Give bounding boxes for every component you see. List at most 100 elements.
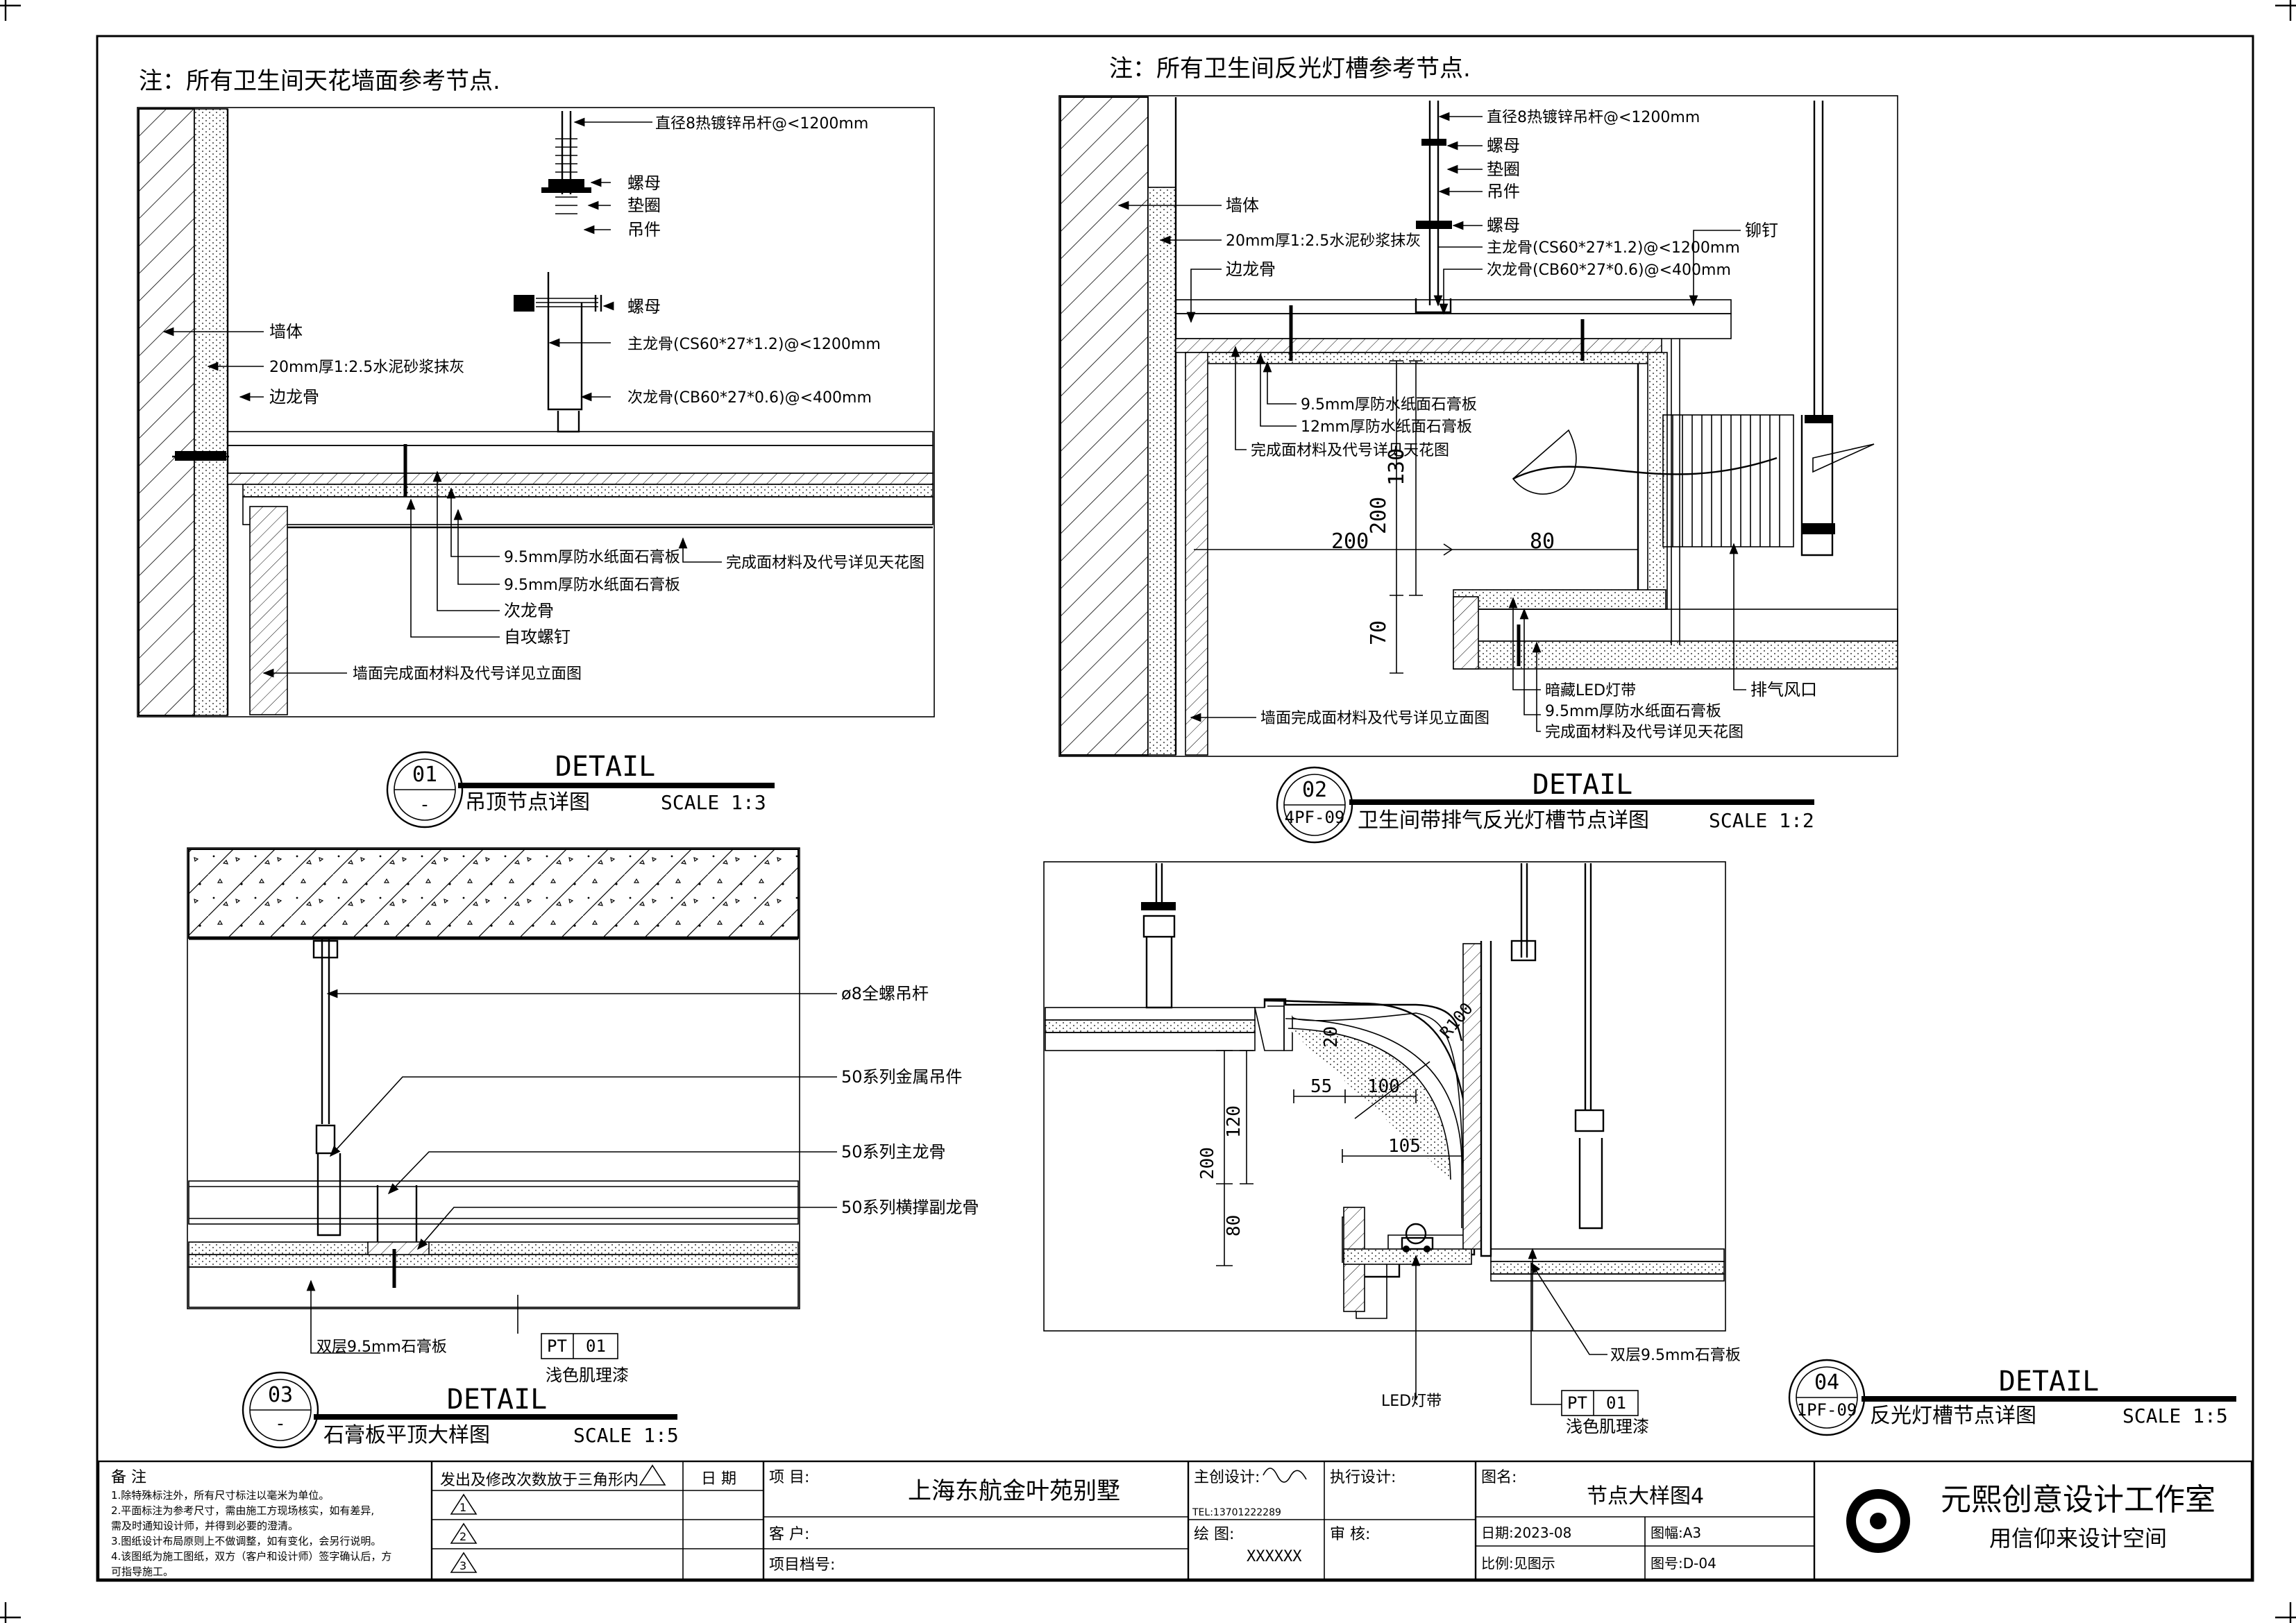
label-detail04-dims-d200: 200	[1197, 1147, 1218, 1180]
label-titleblock-chief_designer_label: 主创设计:	[1194, 1469, 1260, 1486]
label-titleblock-remarks-4: 4.该图纸为施工图纸，双方（客户和设计师）签字确认后，方	[111, 1550, 391, 1563]
label-titleblock-remarks-5: 可指导施工。	[111, 1565, 174, 1578]
label-titleblock-remarks-2: 需及时通知设计师，并得到必要的澄清。	[111, 1520, 298, 1532]
detail-04: 200 120 80 55 100 105 20 R100 LED灯带 双层9.…	[1043, 861, 2236, 1436]
label-detail03-labels-paint: 浅色肌理漆	[546, 1366, 629, 1385]
label-detail02-dims-d130: 130	[1385, 448, 1409, 486]
label-detail04-dims-d100: 100	[1367, 1076, 1400, 1097]
label-detail01-ref: -	[419, 794, 430, 815]
label-detail01-scale: SCALE 1:3	[661, 791, 766, 814]
label-detail02-labels-exhaust: 排气风口	[1750, 680, 1817, 699]
label-titleblock-client_label: 客 户:	[769, 1526, 809, 1543]
label-detail03-ref: -	[275, 1413, 286, 1434]
label-detail01-labels-wall: 墙体	[269, 322, 303, 341]
detail-04-dimensions: 200 120 80 55 100 105 20 R100	[1197, 999, 1477, 1266]
pt-tag-03: PT 01 浅色肌理漆	[517, 1295, 629, 1385]
label-detail02-labels-board95b: 9.5mm厚防水纸面石膏板	[1545, 703, 1721, 720]
label-detail02-labels-edge_keel: 边龙骨	[1226, 260, 1276, 279]
label-detail03-labels-hanger: 50系列金属吊件	[841, 1067, 963, 1087]
label-detail02-dims-h200: 200	[1331, 529, 1369, 554]
label-detail02-labels-hanger: 吊件	[1487, 182, 1520, 201]
label-detail04-scale: SCALE 1:5	[2122, 1404, 2228, 1427]
label-detail04-dims-d55: 55	[1310, 1076, 1332, 1097]
note-d01: 注：所有卫生间天花墙面参考节点.	[139, 67, 500, 95]
label-detail01-labels-finish_ceiling: 完成面材料及代号详见天花图	[726, 554, 925, 572]
label-detail02-labels-board12: 12mm厚防水纸面石膏板	[1301, 418, 1472, 436]
plaster-layer	[194, 108, 228, 716]
label-titleblock-review_label: 审 核:	[1330, 1526, 1370, 1543]
label-titleblock-sheet_size: 图幅:A3	[1651, 1524, 1701, 1541]
sheet-border	[96, 35, 2254, 1582]
detail-02-dimensions: 200 80 130 200 70	[1194, 360, 1638, 674]
label-titleblock-drawing_no: 图号:D-04	[1651, 1555, 1716, 1572]
label-detail04-dims-d120: 120	[1224, 1105, 1244, 1138]
label-detail02-labels-sub_keel: 次龙骨(CB60*27*0.6)@<400mm	[1487, 262, 1731, 279]
board-layer-1	[227, 473, 934, 485]
label-titleblock-archive_label: 项目档号:	[769, 1556, 835, 1574]
label-detail01-labels-board2: 9.5mm厚防水纸面石膏板	[504, 577, 680, 594]
label-titleblock-drawing_name_label: 图名:	[1481, 1469, 1517, 1486]
exhaust-duct	[1512, 414, 1875, 556]
label-notes-d02: 注：所有卫生间反光灯槽参考节点.	[1109, 55, 1471, 83]
label-detail02-ref: 4PF-09	[1285, 808, 1345, 827]
label-detail04-labels-led: LED灯带	[1381, 1393, 1442, 1410]
label-detail01-labels-plaster: 20mm厚1:2.5水泥砂浆抹灰	[269, 359, 464, 376]
label-detail01-detail_word: DETAIL	[555, 751, 656, 783]
detail-04-frame	[1043, 861, 1726, 1332]
label-titleblock-studio_slogan: 用信仰来设计空间	[1989, 1525, 2167, 1552]
label-detail04-detail_word: DETAIL	[1999, 1366, 2100, 1397]
detail-03: ø8全螺吊杆 50系列金属吊件 50系列主龙骨 50系列横撑副龙骨 双层9.5m…	[187, 847, 979, 1449]
label-detail01-title: 吊顶节点详图	[465, 790, 590, 815]
label-detail01-labels-main_keel: 主龙骨(CS60*27*1.2)@<1200mm	[627, 336, 881, 353]
label-titleblock-date_value: 日期:2023-08	[1481, 1524, 1571, 1541]
detail-04-title: 04 1PF-09 DETAIL 反光灯槽节点详图 SCALE 1:5	[1788, 1359, 2236, 1436]
label-detail02-number: 02	[1302, 778, 1327, 802]
label-detail04-labels-board: 双层9.5mm石膏板	[1610, 1347, 1741, 1364]
label-detail01-labels-sub_keel: 次龙骨(CB60*27*0.6)@<400mm	[627, 389, 872, 407]
concrete-slab	[188, 849, 799, 939]
board-layer-2	[242, 484, 934, 498]
label-titleblock-drawing_name: 节点大样图4	[1587, 1484, 1704, 1509]
hanger-bracket	[547, 272, 583, 411]
label-titleblock-studio_name: 元熙创意设计工作室	[1941, 1482, 2215, 1518]
label-titleblock-date_header: 日 期	[701, 1470, 736, 1488]
label-detail03-title: 石膏板平顶大样图	[323, 1423, 490, 1447]
label-detail02-labels-board95: 9.5mm厚防水纸面石膏板	[1301, 396, 1477, 414]
detail-02: 注：所有卫生间反光灯槽参考节点.	[1058, 55, 1898, 844]
detail-02-title: 02 4PF-09 DETAIL 卫生间带排气反光灯槽节点详图 SCALE 1:…	[1276, 766, 1814, 844]
wall-finish-board	[249, 506, 288, 715]
label-detail03-labels-rod: ø8全螺吊杆	[841, 984, 929, 1003]
label-detail01-labels-screw: 自攻螺钉	[504, 627, 571, 647]
detail-01-frame	[137, 107, 935, 717]
label-titleblock-draw_label: 绘 图:	[1194, 1526, 1234, 1543]
label-detail02-labels-rivet: 铆钉	[1745, 221, 1778, 240]
label-titleblock-project_value: 上海东航金叶苑别墅	[908, 1477, 1120, 1505]
label-detail02-labels-plaster: 20mm厚1:2.5水泥砂浆抹灰	[1226, 232, 1421, 250]
label-detail03-labels-cross_keel: 50系列横撑副龙骨	[841, 1198, 979, 1217]
label-detail02-labels-wall_finish: 墙面完成面材料及代号详见立面图	[1260, 710, 1489, 727]
label-titleblock-scale_value: 比例:见图示	[1481, 1555, 1555, 1572]
studio-logo	[1846, 1489, 1910, 1553]
nut-icon	[548, 179, 584, 187]
label-detail01-labels-nut2: 螺母	[627, 297, 661, 316]
label-titleblock-project_label: 项 目:	[769, 1469, 809, 1486]
pt-tag-04: PT 01 浅色肌理漆	[1530, 1263, 1649, 1436]
label-detail01-labels-rod: 直径8热镀锌吊杆@<1200mm	[655, 115, 868, 133]
label-detail04-dims-d80: 80	[1224, 1215, 1244, 1237]
label-detail04-labels-pt: PT	[1567, 1393, 1587, 1413]
label-detail03-labels-main_keel: 50系列主龙骨	[841, 1142, 946, 1162]
label-detail04-number: 04	[1814, 1370, 1839, 1395]
detail-03-title: 03 - DETAIL 石膏板平顶大样图 SCALE 1:5	[242, 1371, 679, 1449]
label-detail02-labels-nut2: 螺母	[1487, 216, 1520, 235]
label-detail03-scale: SCALE 1:5	[573, 1424, 679, 1447]
label-detail02-labels-led: 暗藏LED灯带	[1545, 682, 1636, 699]
label-detail02-labels-rod: 直径8热镀锌吊杆@<1200mm	[1487, 109, 1700, 126]
label-detail02-scale: SCALE 1:2	[1709, 809, 1814, 832]
label-detail02-labels-main_keel: 主龙骨(CS60*27*1.2)@<1200mm	[1487, 239, 1740, 257]
label-titleblock-remarks-0: 1.除特殊标注外，所有尺寸标注以毫米为单位。	[111, 1489, 329, 1502]
label-detail02-labels-nut1: 螺母	[1487, 136, 1520, 155]
label-titleblock-rev_marks-1: 2	[459, 1530, 466, 1543]
label-detail03-number: 03	[268, 1383, 293, 1407]
